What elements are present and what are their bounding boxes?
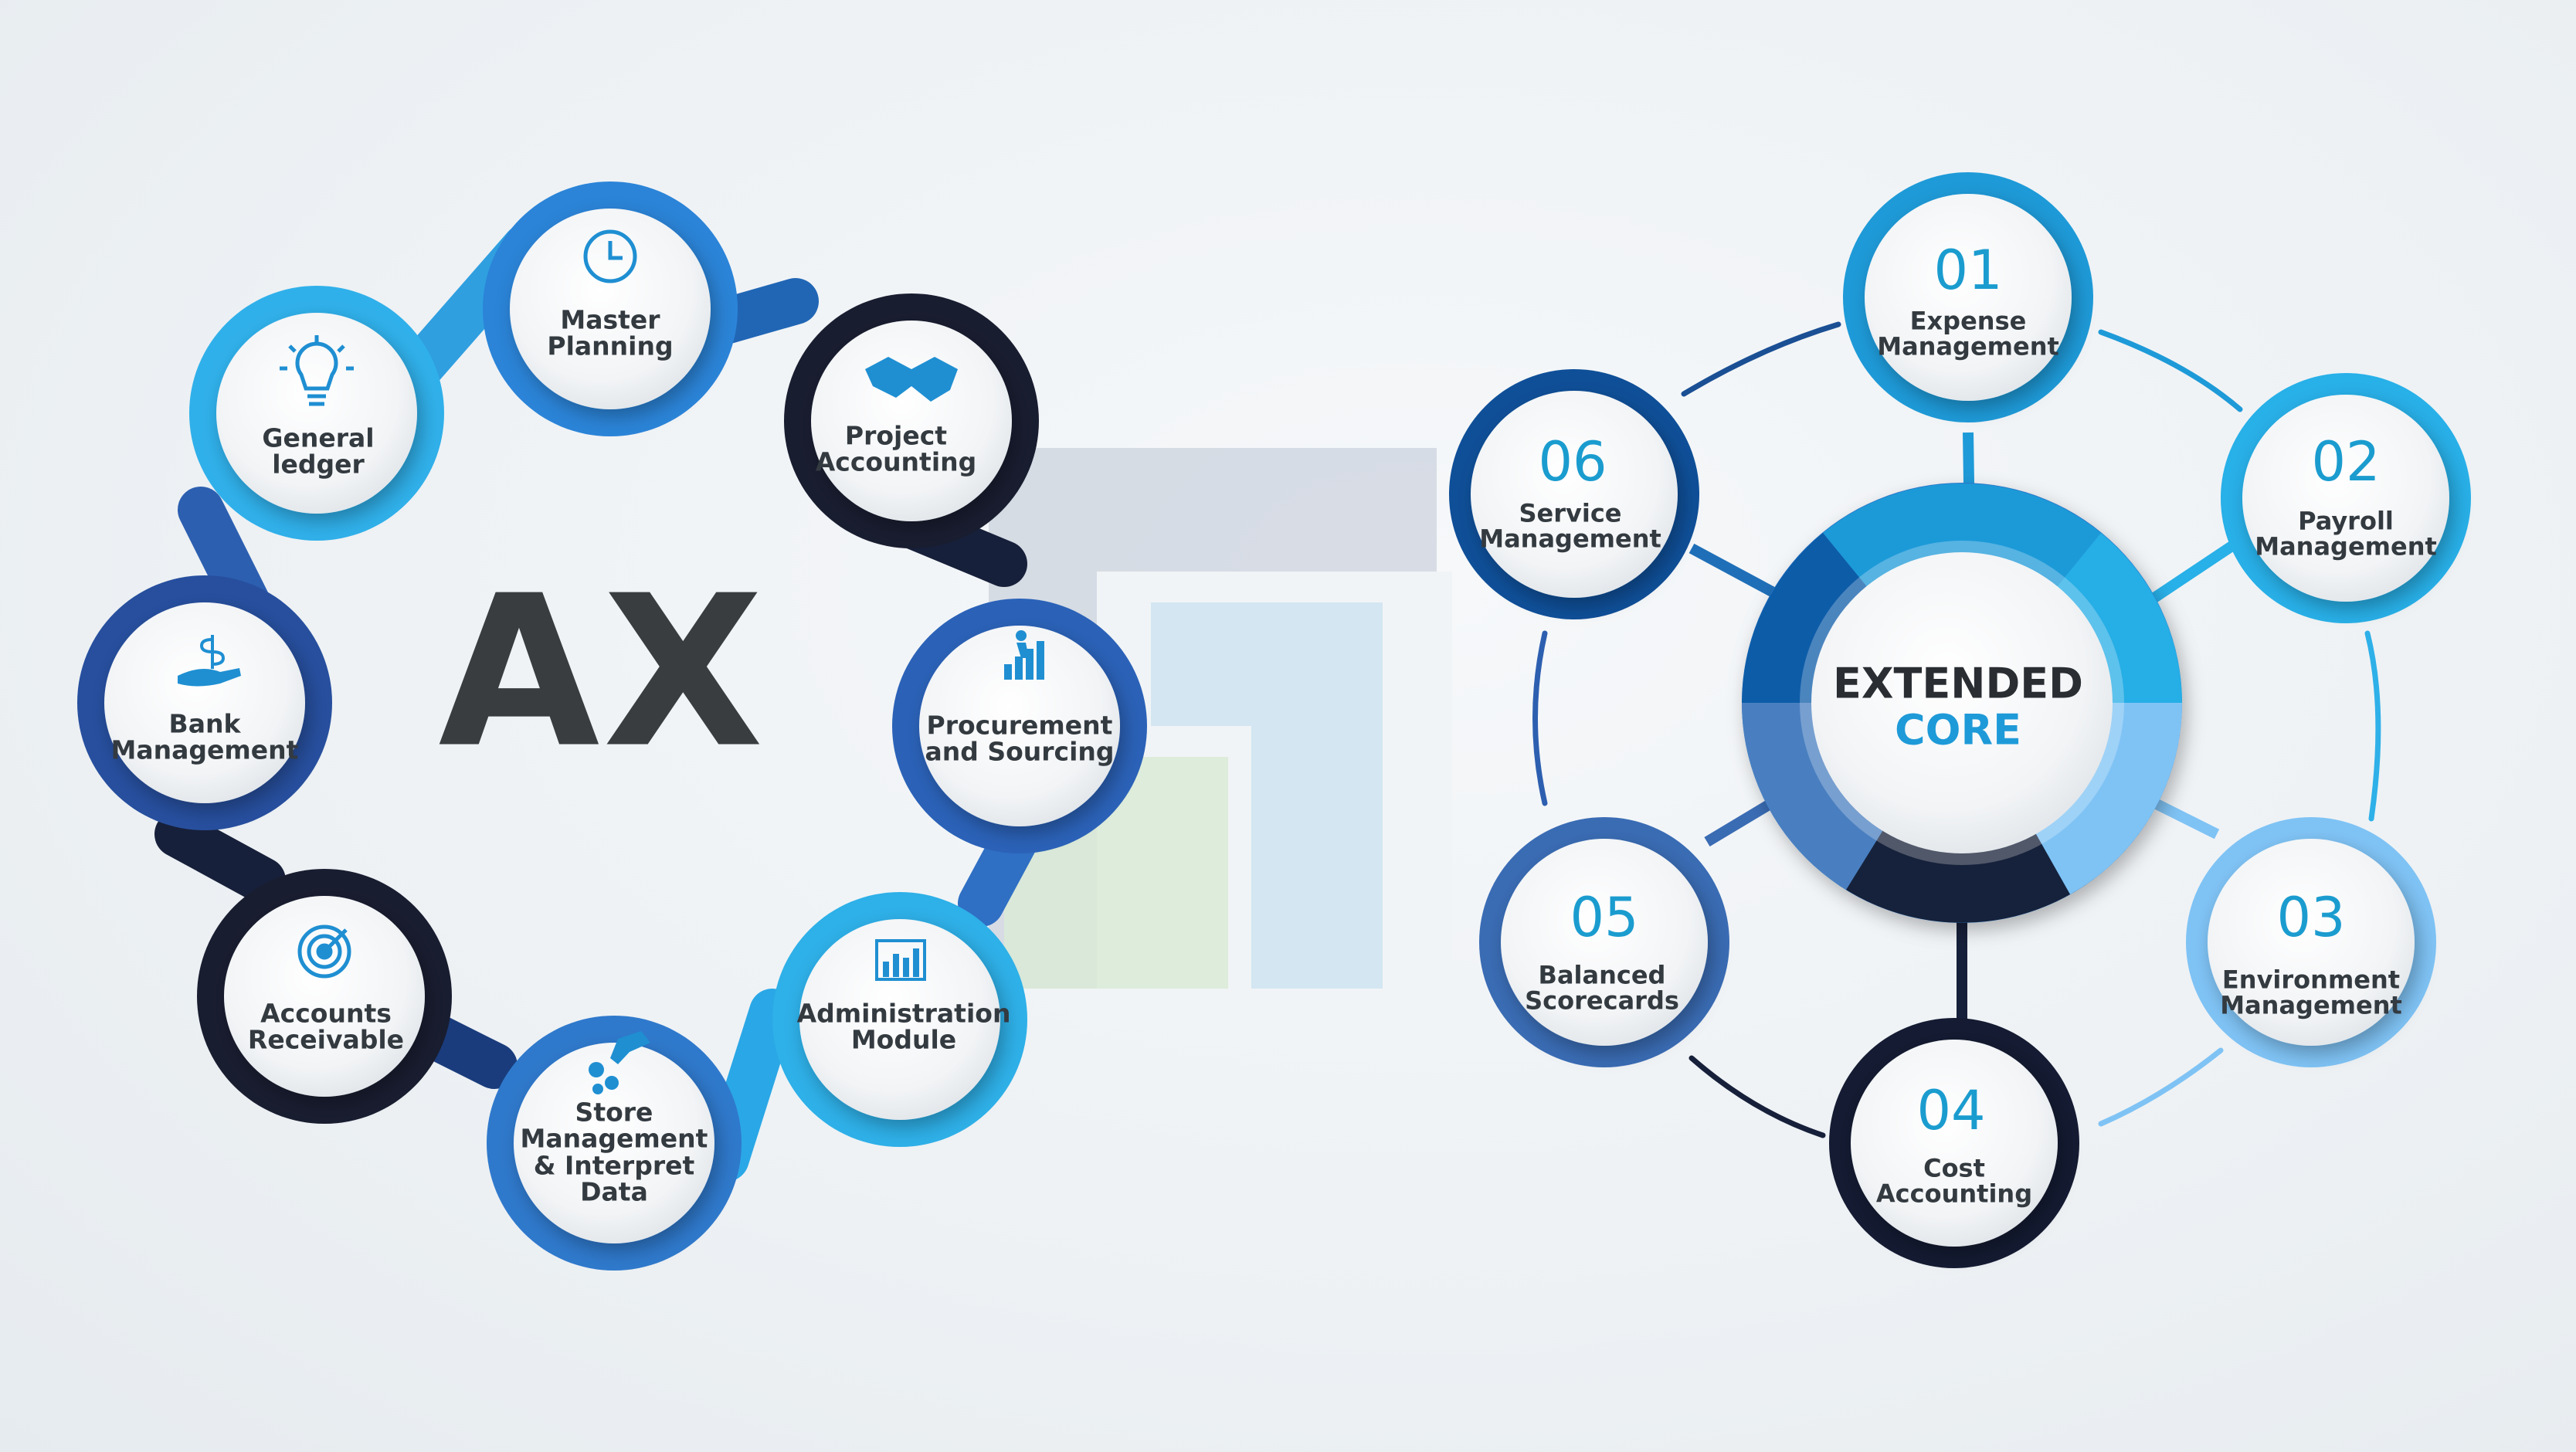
core-item-label: Payroll Management	[2255, 506, 2437, 561]
core-item-label: Cost Accounting	[1875, 1153, 2033, 1209]
clock-icon	[583, 229, 637, 283]
core-item-balanced-scorecards: Balanced Scorecards	[1525, 960, 1679, 1016]
handshake-icon	[865, 357, 958, 402]
background-squares	[989, 448, 1452, 989]
core-title: EXTENDED	[1833, 659, 2083, 708]
ax-item-procurement: Procurement and Sourcing	[925, 710, 1115, 767]
ax-item-project-accounting: Project Accounting	[815, 420, 977, 477]
core-item-environment-management: Environment Management	[2220, 965, 2402, 1020]
ax-item-general-ledger: General ledger	[262, 422, 375, 480]
lightbulb-icon	[280, 335, 354, 406]
robot-arm-gear-icon	[589, 1031, 650, 1094]
bar-chart-icon	[875, 939, 926, 981]
core-item-label: Environment Management	[2220, 965, 2402, 1020]
ax-title: AX	[438, 550, 767, 794]
climbing-stairs-icon	[1004, 630, 1044, 680]
core-item-number: 04	[1916, 1079, 1986, 1142]
ax-item-label: Administration Module	[796, 998, 1011, 1055]
ax-item-label: Store Management & Interpret Data	[520, 1097, 708, 1207]
core-outer-arcs	[1532, 321, 2381, 1138]
core-item-cost-accounting: Cost Accounting	[1875, 1153, 2033, 1209]
ax-item-accounts-receivable: Accounts Receivable	[247, 998, 405, 1055]
ax-item-master-planning: Master Planning	[547, 307, 673, 361]
ax-item-label: Accounts Receivable	[247, 998, 405, 1055]
core-item-number: 03	[2276, 886, 2346, 949]
core-ring	[1742, 483, 2182, 923]
ax-item-label: Bank Management	[110, 708, 299, 765]
core-item-expense-management: Expense Management	[1877, 306, 2059, 361]
core-item-label: Balanced Scorecards	[1525, 960, 1679, 1016]
core-item-label: Expense Management	[1877, 306, 2059, 361]
core-item-number: 01	[1933, 239, 2003, 302]
ax-item-label: General ledger	[262, 422, 375, 480]
ax-item-label: Procurement and Sourcing	[925, 710, 1115, 767]
ax-item-label: Project Accounting	[815, 420, 977, 477]
core-item-number: 06	[1538, 430, 1607, 494]
ax-discs	[104, 209, 1120, 1243]
core-item-label: Service Management	[1479, 498, 1661, 554]
core-item-service-management: Service Management	[1479, 498, 1661, 554]
core-satellite-discs	[1471, 194, 2449, 1247]
money-hand-icon	[178, 635, 241, 687]
core-item-number: 05	[1570, 886, 1639, 949]
ax-item-bank-management: Bank Management	[111, 711, 299, 765]
ax-item-store-management: Store Management & Interpret Data	[521, 1099, 708, 1205]
ax-item-label: Master Planning	[547, 304, 674, 361]
core-item-number: 02	[2311, 430, 2381, 494]
core-subtitle: CORE	[1894, 705, 2022, 755]
target-icon	[297, 924, 351, 979]
core-item-payroll-management: Payroll Management	[2255, 506, 2437, 561]
ax-item-administration: Administration Module	[796, 998, 1011, 1055]
